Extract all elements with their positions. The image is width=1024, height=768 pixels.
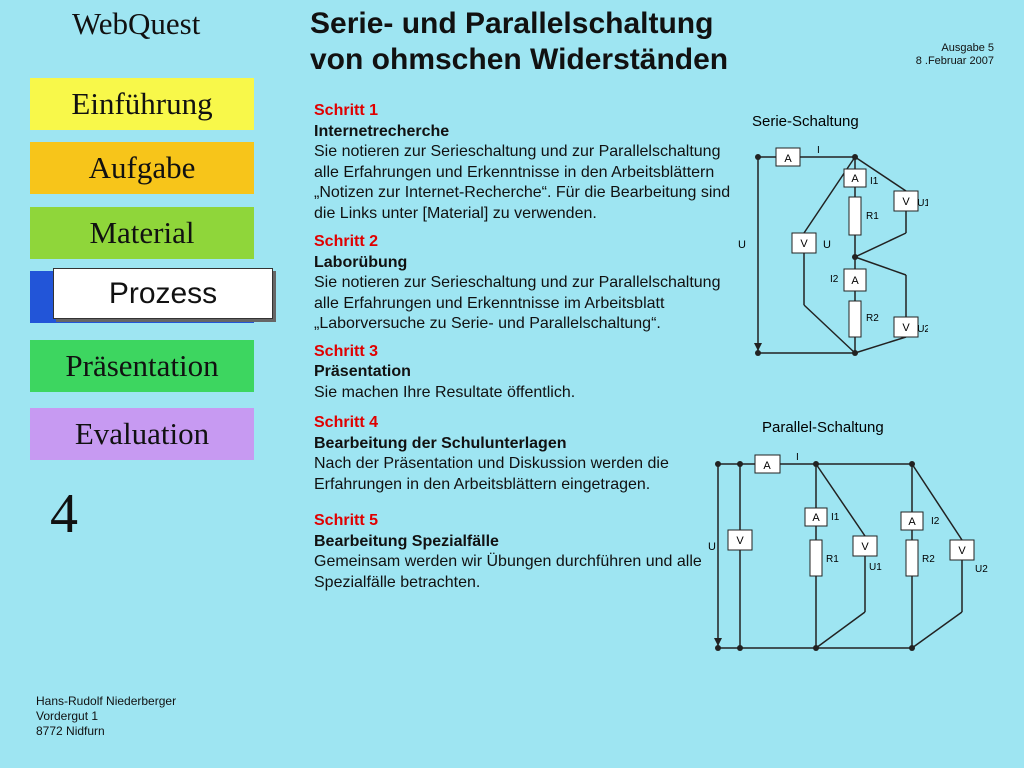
step-heading: Schritt 2	[314, 233, 379, 250]
step-text: Sie notieren zur Serieschaltung und zur …	[314, 274, 721, 332]
voltmeter-label: V	[861, 541, 869, 553]
current-label-i: I	[796, 452, 799, 463]
voltage-label-u2: U2	[917, 324, 928, 335]
resistor-r1-icon	[809, 539, 823, 577]
voltage-label-u: U	[708, 541, 716, 553]
series-dots	[755, 154, 858, 356]
ammeter-icon	[843, 168, 867, 188]
ammeter-label: A	[784, 153, 792, 165]
step-text: Nach der Präsentation und Diskussion wer…	[314, 455, 669, 493]
author-street: Vordergut 1	[36, 709, 99, 723]
current-label-i1: I1	[831, 512, 840, 523]
step-3: Schritt 3 Präsentation Sie machen Ihre R…	[314, 342, 734, 404]
voltage-label-u1: U1	[869, 562, 882, 573]
series-wires	[757, 156, 907, 354]
step-subtitle: Bearbeitung der Schulunterlagen	[314, 434, 567, 452]
author-name: Hans-Rudolf Niederberger	[36, 694, 177, 708]
resistor-label-r1: R1	[866, 211, 879, 222]
nav-material-button[interactable]: Material	[30, 207, 254, 259]
step-subtitle: Laborübung	[314, 253, 408, 271]
current-label-i1: I1	[870, 176, 879, 187]
resistor-label-r2: R2	[866, 313, 879, 324]
voltage-label-u1: U1	[917, 198, 928, 209]
title-line-1: Serie- und Parallelschaltung	[310, 7, 714, 40]
step-subtitle: Bearbeitung Spezialfälle	[314, 532, 499, 550]
parallel-dots	[715, 461, 915, 651]
author-city: 8772 Nidfurn	[36, 724, 105, 738]
resistor-r2-icon	[848, 300, 862, 338]
step-subtitle: Internetrecherche	[314, 122, 450, 140]
step-4: Schritt 4 Bearbeitung der Schulunterlage…	[314, 413, 734, 495]
step-1: Schritt 1 Internetrecherche Sie notieren…	[314, 101, 734, 224]
voltmeter-icon	[893, 316, 919, 338]
ammeter-icon	[754, 454, 781, 474]
edition-date: 8 .Februar 2007	[915, 55, 994, 67]
voltmeter-label: V	[958, 545, 966, 557]
step-heading: Schritt 5	[314, 512, 379, 529]
step-heading: Schritt 4	[314, 414, 379, 431]
webquest-brand: WebQuest	[72, 6, 201, 41]
ammeter-icon	[900, 511, 924, 531]
edition-info: Ausgabe 5 8 .Februar 2007	[916, 42, 994, 68]
resistor-label-r2: R2	[922, 554, 935, 565]
current-label-i: I	[817, 145, 820, 156]
voltmeter-label: V	[736, 535, 744, 547]
current-label-i2: I2	[931, 516, 940, 527]
resistor-r2-icon	[905, 539, 919, 577]
parallel-circuit-diagram: Parallel-Schaltung A I U V A I1 R1 V U1 …	[708, 419, 988, 651]
ammeter-label: A	[908, 516, 916, 528]
voltage-label-u-source: U	[738, 239, 746, 251]
voltage-label-u2: U2	[975, 564, 988, 575]
parallel-circuit-title: Parallel-Schaltung	[762, 419, 884, 436]
step-subtitle: Präsentation	[314, 363, 411, 380]
series-circuit-diagram: Serie-Schaltung A I A I1 R1 A I2 R2 V U1…	[738, 113, 928, 356]
voltmeter-icon	[727, 529, 753, 551]
voltmeter-label: V	[800, 238, 808, 250]
step-text: Sie notieren zur Serieschaltung und zur …	[314, 143, 731, 222]
nav-aufgabe-button[interactable]: Aufgabe	[30, 142, 254, 194]
step-heading: Schritt 1	[314, 102, 379, 119]
page-title: Serie- und Parallelschaltung von ohmsche…	[310, 6, 728, 78]
series-circuit-title: Serie-Schaltung	[752, 113, 859, 130]
nav-prozess-button[interactable]: Prozess	[53, 268, 273, 319]
ammeter-icon	[843, 268, 867, 292]
voltage-label-u: U	[823, 239, 831, 251]
step-2: Schritt 2 Laborübung Sie notieren zur Se…	[314, 232, 734, 335]
step-text: Gemeinsam werden wir Übungen durchführen…	[314, 553, 702, 591]
resistor-label-r1: R1	[826, 554, 839, 565]
ammeter-label: A	[763, 460, 771, 472]
voltmeter-icon	[852, 535, 878, 557]
ammeter-label: A	[812, 512, 820, 524]
step-5: Schritt 5 Bearbeitung Spezialfälle Gemei…	[314, 511, 734, 593]
resistor-r1-icon	[848, 196, 862, 236]
nav-evaluation-button[interactable]: Evaluation	[30, 408, 254, 460]
voltage-arrow-icon	[714, 638, 722, 646]
process-steps: Schritt 1 Internetrecherche Sie notieren…	[314, 101, 734, 597]
step-heading: Schritt 3	[314, 342, 379, 360]
ammeter-label: A	[851, 173, 859, 185]
parallel-wires	[717, 463, 963, 649]
step-text: Sie machen Ihre Resultate öffentlich.	[314, 383, 576, 401]
title-line-2: von ohmschen Widerständen	[310, 43, 729, 76]
voltmeter-label: V	[902, 196, 910, 208]
voltmeter-icon	[949, 539, 975, 561]
nav-praesentation-button[interactable]: Präsentation	[30, 340, 254, 392]
voltmeter-icon	[791, 232, 817, 254]
voltmeter-label: V	[902, 322, 910, 334]
voltmeter-icon	[893, 190, 919, 212]
ammeter-icon	[804, 507, 828, 527]
page-number: 4	[50, 483, 78, 545]
current-label-i2: I2	[830, 274, 839, 285]
author-block: Hans-Rudolf Niederberger Vordergut 1 877…	[36, 694, 176, 739]
ammeter-label: A	[851, 275, 859, 287]
edition-issue: Ausgabe 5	[941, 42, 994, 54]
voltage-arrow-icon	[754, 343, 762, 351]
nav-einfuehrung-button[interactable]: Einführung	[30, 78, 254, 130]
ammeter-icon	[775, 147, 801, 167]
